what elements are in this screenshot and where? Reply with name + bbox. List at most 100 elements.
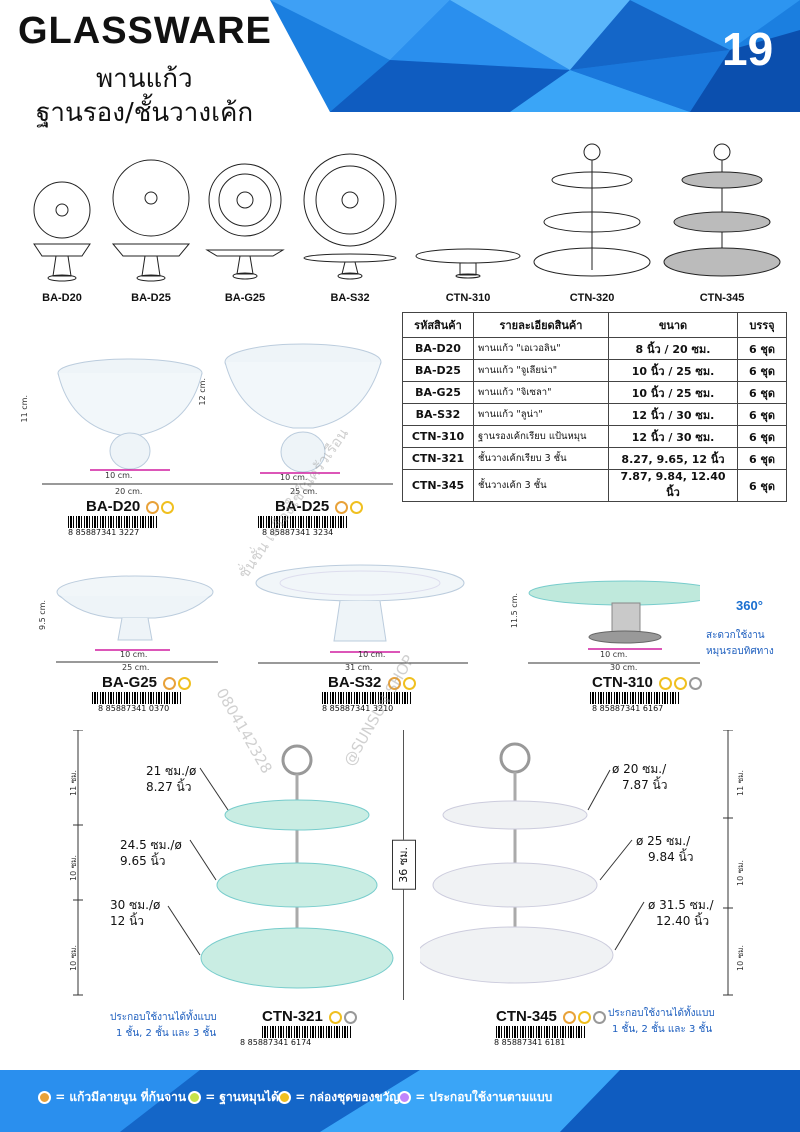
ba-d25-code-text: BA-D25 <box>275 498 330 515</box>
ba-s32-width: 31 cm. <box>345 663 373 672</box>
ctn-321-dim-2: 10 ซม. <box>69 855 78 881</box>
ba-s32-code: BA-S32 <box>328 674 416 691</box>
legend-item-3: = กล่องชุดของขวัญ <box>276 1088 399 1107</box>
ctn-345-note-2: 1 ชั้น, 2 ชั้น และ 3 ชั้น <box>612 1024 713 1035</box>
ctn-321-barcode-image <box>262 1026 352 1038</box>
cell-size: 7.87, 9.84, 12.40 นิ้ว <box>608 469 738 502</box>
ctn-310-height: 11.5 cm. <box>510 593 519 629</box>
ba-d20-code-text: BA-D20 <box>86 498 141 515</box>
col-header-size: ขนาด <box>608 312 738 338</box>
giftbox-icon <box>350 500 364 514</box>
subtitle-1: พานแก้ว <box>96 64 193 94</box>
ba-d20-photo <box>42 358 218 485</box>
top-label-ba-s32: BA-S32 <box>330 292 370 304</box>
ba-d20-base: 10 cm. <box>105 471 133 480</box>
ba-g25-base: 10 cm. <box>120 650 148 659</box>
ctn-345-tier3b: 12.40 นิ้ว <box>656 914 710 928</box>
assemble-icon <box>344 1010 358 1024</box>
cell-pack: 6 ชุด <box>737 447 787 470</box>
ba-s32-code-text: BA-S32 <box>328 674 382 691</box>
cell-code: CTN-321 <box>402 447 474 470</box>
ba-g25-code: BA-G25 <box>102 674 192 691</box>
ctn-345-dim-1: 11 ซม. <box>736 770 745 796</box>
spec-table: รหัสสินค้า รายละเอียดสินค้า ขนาด บรรจุ B… <box>402 312 787 502</box>
ba-d20-code: BA-D20 <box>86 498 175 515</box>
emboss-icon <box>335 500 349 514</box>
subtitle-2: ฐานรอง/ชั้นวางเค้ก <box>36 98 254 128</box>
giftbox-icon <box>161 500 175 514</box>
legend-item-4: = ประกอบใช้งานตามแบบ <box>396 1088 552 1107</box>
emboss-icon <box>146 500 160 514</box>
ctn-345-code: CTN-345 <box>496 1008 607 1025</box>
rotate-icon <box>188 1091 201 1104</box>
ctn-345-tier3: ø 31.5 ซม./ <box>648 898 714 912</box>
ba-d20-height: 11 cm. <box>20 395 29 423</box>
ctn-321-tier1: 21 ซม./ø <box>146 764 197 778</box>
cell-code: CTN-345 <box>402 469 474 502</box>
ctn-321-note-1: ประกอบใช้งานได้ทั้งแบบ <box>110 1012 217 1023</box>
ctn-345-barcode-image <box>496 1026 586 1038</box>
cell-size: 12 นิ้ว / 30 ซม. <box>608 425 738 448</box>
cell-code: BA-D25 <box>402 359 474 382</box>
ctn-310-note-2: หมุนรอบทิศทาง <box>706 646 774 657</box>
cell-size: 10 นิ้ว / 25 ซม. <box>608 359 738 382</box>
ba-d25-base: 10 cm. <box>280 473 308 482</box>
ctn-345-barcode: 8 85887341 6181 <box>494 1038 566 1047</box>
legend-label-2: = ฐานหมุนได้ <box>205 1090 279 1104</box>
ctn-321-barcode: 8 85887341 6174 <box>240 1038 312 1047</box>
cell-desc: ฐานรองเค้กเรียบ แป้นหมุน <box>473 425 609 448</box>
header-banner <box>270 0 800 112</box>
giftbox-icon <box>402 676 416 690</box>
cell-desc: พานแก้ว "จิเซลา" <box>473 381 609 404</box>
emboss-icon <box>563 1010 577 1024</box>
page-number: 19 <box>722 23 774 75</box>
ba-g25-barcode: 8 85887341 0370 <box>98 704 170 713</box>
ctn-345-tier2b: 9.84 นิ้ว <box>648 850 694 864</box>
ctn-345-tier1: ø 20 ซม./ <box>612 762 667 776</box>
ba-g25-width: 25 cm. <box>122 663 150 672</box>
ctn-345-dim-3: 10 ซม. <box>736 945 745 971</box>
ctn-310-base: 10 cm. <box>600 650 628 659</box>
cell-pack: 6 ชุด <box>737 359 787 382</box>
cell-pack: 6 ชุด <box>737 469 787 502</box>
legend-item-1: = แก้วมีลายนูน ที่ก้นจาน <box>36 1088 186 1107</box>
ctn-310-code-text: CTN-310 <box>592 674 653 691</box>
ctn-345-photo <box>420 730 733 996</box>
top-label-ba-g25: BA-G25 <box>224 292 266 304</box>
giftbox-icon <box>278 1091 291 1104</box>
giftbox-icon <box>674 676 688 690</box>
cell-size: 8 นิ้ว / 20 ซม. <box>608 337 738 360</box>
ba-d20-barcode: 8 85887341 3227 <box>68 528 140 537</box>
emboss-icon <box>38 1091 51 1104</box>
cell-size: 10 นิ้ว / 25 ซม. <box>608 381 738 404</box>
cell-code: BA-D20 <box>402 337 474 360</box>
ctn-321-note-2: 1 ชั้น, 2 ชั้น และ 3 ชั้น <box>116 1028 217 1039</box>
ctn-345-note-1: ประกอบใช้งานได้ทั้งแบบ <box>608 1008 715 1019</box>
cell-pack: 6 ชุด <box>737 425 787 448</box>
total-height: 36 ซม. <box>392 840 416 890</box>
col-header-desc: รายละเอียดสินค้า <box>473 312 609 338</box>
cell-desc: พานแก้ว "เอเวอลิน" <box>473 337 609 360</box>
ba-d25-height: 12 cm. <box>198 378 207 406</box>
ba-d25-code: BA-D25 <box>275 498 364 515</box>
cell-pack: 6 ชุด <box>737 381 787 404</box>
ba-g25-code-text: BA-G25 <box>102 674 158 691</box>
assemble-icon <box>398 1091 411 1104</box>
ba-g25-photo <box>56 575 218 663</box>
assemble-icon <box>593 1010 607 1024</box>
ctn-345-tier1b: 7.87 นิ้ว <box>622 778 668 792</box>
ctn-345-dim-2: 10 ซม. <box>736 860 745 886</box>
cell-size: 12 นิ้ว / 30 ซม. <box>608 403 738 426</box>
ctn-310-photo <box>528 580 700 664</box>
ctn-310-width: 30 cm. <box>610 663 638 672</box>
cell-code: BA-G25 <box>402 381 474 404</box>
giftbox-icon <box>329 1010 343 1024</box>
col-header-pack: บรรจุ <box>737 312 787 338</box>
ctn-321-code: CTN-321 <box>262 1008 358 1025</box>
emboss-icon <box>387 676 401 690</box>
cell-desc: พานแก้ว "จูเลียน่า" <box>473 359 609 382</box>
ba-s32-barcode: 8 85887341 3210 <box>322 704 394 713</box>
